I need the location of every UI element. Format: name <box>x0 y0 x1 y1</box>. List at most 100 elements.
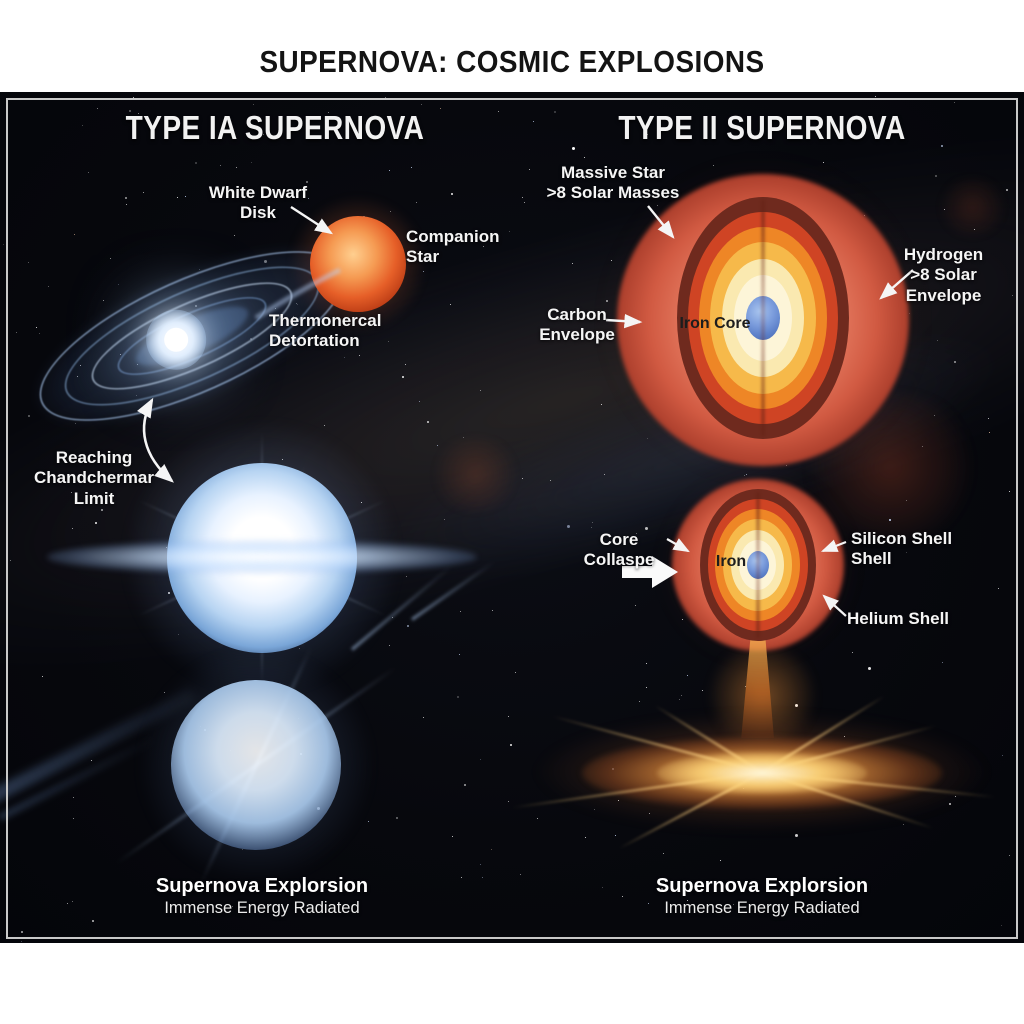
star <box>38 333 40 334</box>
star <box>515 672 517 673</box>
star <box>88 171 90 173</box>
cutaway-seam <box>756 492 760 638</box>
star <box>480 759 482 760</box>
star <box>921 445 923 447</box>
star <box>934 414 936 416</box>
star <box>143 191 145 193</box>
star <box>327 112 329 114</box>
star <box>198 269 200 271</box>
heading-type-ii: TYPE II SUPERNOVA <box>618 109 906 146</box>
caption-subtitle: Immense Energy Radiated <box>664 899 860 917</box>
star <box>461 876 463 878</box>
star <box>550 480 552 482</box>
star <box>523 201 525 203</box>
star <box>395 817 398 820</box>
star <box>679 698 681 700</box>
star <box>955 795 957 797</box>
star <box>452 836 453 838</box>
star <box>634 604 636 606</box>
companion-star <box>310 216 406 312</box>
star <box>101 509 104 512</box>
star <box>177 634 179 636</box>
star <box>647 134 649 136</box>
star <box>686 899 688 901</box>
star <box>388 645 390 647</box>
star <box>953 101 955 103</box>
star <box>384 96 386 98</box>
star <box>606 300 609 303</box>
star <box>661 887 664 890</box>
star <box>987 418 989 420</box>
label-line: Star <box>406 247 440 267</box>
star <box>459 611 461 612</box>
star <box>1000 924 1002 926</box>
star <box>507 715 509 717</box>
star <box>91 920 94 923</box>
label-iron-core: Iron Core <box>679 315 751 332</box>
label-helium-shell: Helium Shell <box>847 609 950 628</box>
star <box>615 834 617 836</box>
star <box>401 376 404 379</box>
star <box>133 97 135 99</box>
star <box>456 696 459 699</box>
star <box>110 258 112 260</box>
star <box>636 532 638 534</box>
star <box>449 303 451 305</box>
star <box>648 903 650 905</box>
star <box>406 575 408 577</box>
star <box>345 339 347 341</box>
label-line: Chandchermar <box>34 468 154 488</box>
star <box>480 864 482 866</box>
label-line: Reaching <box>55 448 133 467</box>
star <box>324 425 326 426</box>
red-nebula <box>428 437 523 512</box>
label-line: White Dwarf <box>208 183 308 202</box>
star <box>521 478 523 479</box>
star <box>125 204 127 206</box>
star <box>42 675 44 677</box>
star <box>744 686 746 687</box>
star <box>941 144 944 147</box>
star <box>645 686 647 688</box>
caption-subtitle: Immense Energy Radiated <box>164 899 360 917</box>
star <box>138 112 140 114</box>
cutaway-seam <box>761 200 765 436</box>
star <box>844 736 846 738</box>
star <box>451 193 454 196</box>
caption-title: Supernova Explorsion <box>655 875 869 897</box>
label-line: Silicon Shell <box>851 529 953 548</box>
star <box>1005 188 1008 191</box>
star <box>80 364 82 366</box>
label-line: >8 Solar Masses <box>546 183 680 203</box>
pre-explosion-star <box>171 680 341 850</box>
label-line: Massive Star <box>561 163 665 182</box>
star <box>129 110 132 113</box>
star <box>908 313 910 315</box>
label-line: Carbon <box>547 305 607 324</box>
star <box>604 473 606 475</box>
star <box>388 170 390 172</box>
star <box>794 833 798 837</box>
star <box>458 654 460 656</box>
red-nebula <box>935 177 1010 237</box>
label-core-collapse: Core Collaspe <box>583 530 655 570</box>
star <box>482 246 484 248</box>
star <box>72 797 74 799</box>
star <box>368 820 369 822</box>
star <box>720 860 722 862</box>
star <box>158 887 160 888</box>
star <box>941 662 943 663</box>
star <box>786 464 788 466</box>
star <box>681 694 683 696</box>
star <box>1009 491 1011 493</box>
star <box>492 609 494 611</box>
label-line: Envelope <box>539 325 615 345</box>
star <box>411 166 413 168</box>
star <box>72 528 74 530</box>
star <box>874 96 876 98</box>
star <box>136 364 138 366</box>
star <box>618 799 620 801</box>
star <box>220 165 222 167</box>
star <box>571 263 573 265</box>
star <box>867 667 871 671</box>
